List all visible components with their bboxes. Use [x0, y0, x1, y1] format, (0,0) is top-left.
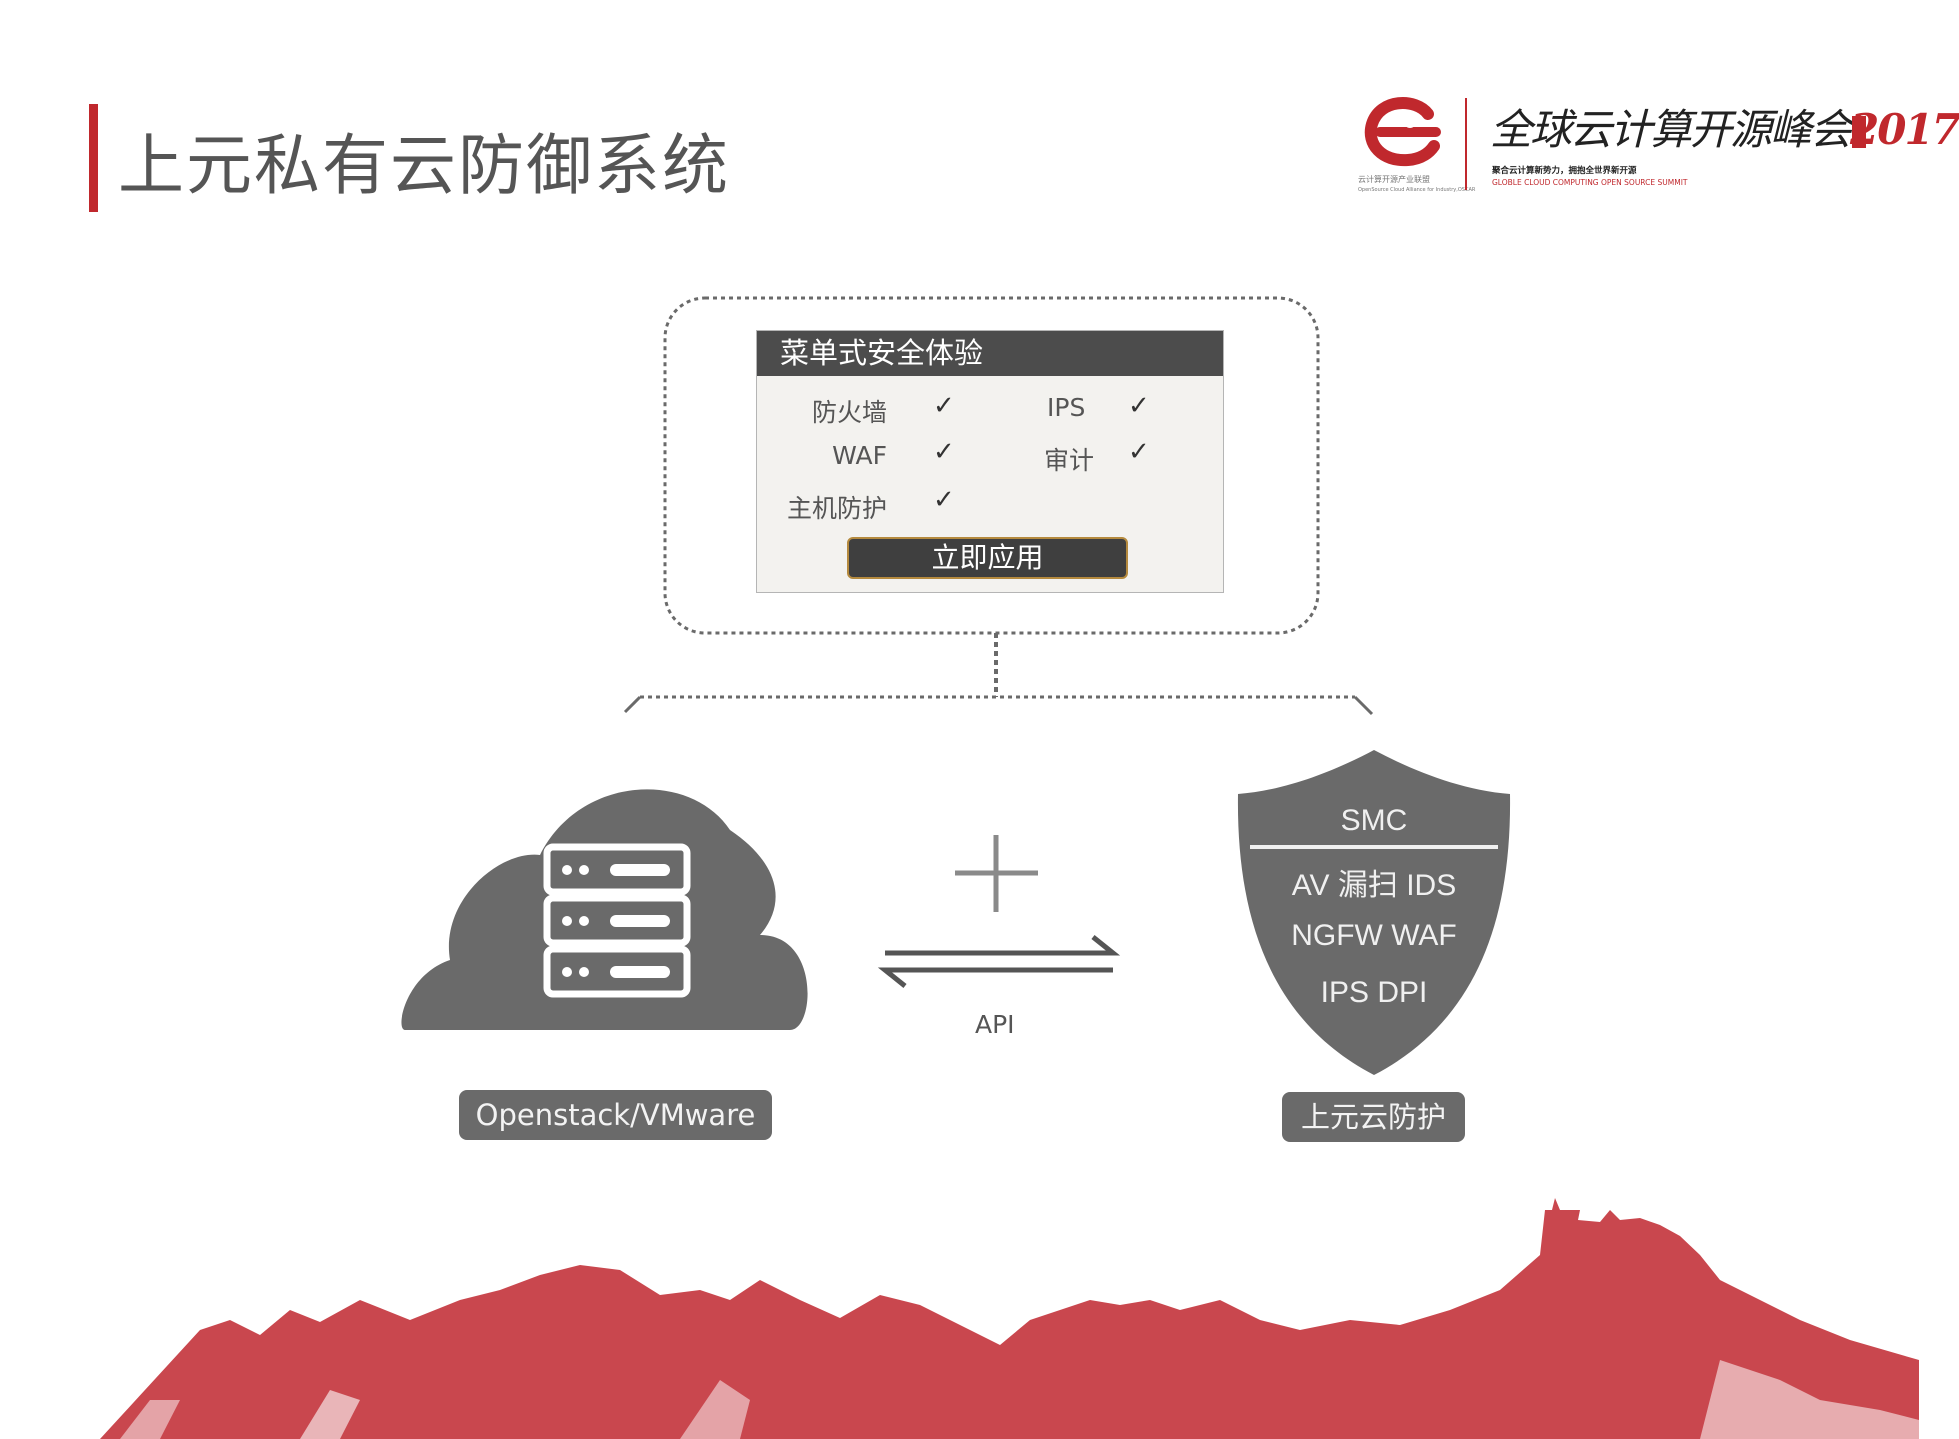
alliance-name: 云计算开源产业联盟 — [1358, 175, 1430, 184]
right-branch — [1353, 695, 1374, 716]
logo-divider — [1465, 98, 1467, 190]
option-check-ips[interactable]: ✓ — [1128, 391, 1150, 421]
option-label-firewall: 防火墙 — [811, 398, 887, 427]
shield-row-1: AV 漏扫 IDS — [1292, 869, 1456, 902]
alliance-subtitle: OpenSource Cloud Alliance for Industry,O… — [1358, 187, 1476, 193]
great-wall-mountains-illustration — [100, 1198, 1919, 1439]
shield-row-2: NGFW WAF — [1291, 919, 1457, 952]
apply-now-button[interactable]: 立即应用 — [847, 537, 1128, 579]
plus-icon — [955, 835, 1038, 912]
option-check-waf[interactable]: ✓ — [933, 437, 955, 467]
summit-slogan: 聚合云计算新势力，拥抱全世界新开源 — [1492, 166, 1637, 176]
left-branch — [623, 695, 642, 714]
summit-year: 2017 — [1850, 105, 1959, 154]
shield-icon: SMC AV 漏扫 IDS NGFW WAF IPS DPI — [1237, 750, 1511, 1075]
option-check-host-protection[interactable]: ✓ — [933, 485, 955, 515]
menu-dashed-frame — [663, 296, 1320, 635]
page-title: 上元私有云防御系统 — [118, 127, 730, 204]
security-menu-panel: 菜单式安全体验 防火墙 ✓ IPS ✓ WAF ✓ 审计 ✓ 主机防护 ✓ 立即… — [756, 330, 1224, 593]
option-label-host-protection: 主机防护 — [786, 494, 887, 523]
menu-title: 菜单式安全体验 — [757, 331, 1223, 376]
shangyuan-cloud-protection-label: 上元云防护 — [1282, 1092, 1465, 1142]
api-label: API — [975, 1010, 1015, 1039]
logo-area: 云计算开源产业联盟 OpenSource Cloud Alliance for … — [1350, 92, 1959, 202]
summit-title: 全球云计算开源峰会2017 — [1490, 96, 1959, 157]
summit-english: GLOBLE CLOUD COMPUTING OPEN SOURCE SUMMI… — [1492, 178, 1688, 187]
option-label-waf: WAF — [832, 441, 887, 470]
option-label-audit: 审计 — [1044, 446, 1095, 475]
option-label-ips: IPS — [1047, 393, 1086, 422]
exchange-arrows-icon — [877, 935, 1121, 988]
summit-title-text: 全球云计算开源峰会 — [1490, 105, 1852, 154]
option-check-audit[interactable]: ✓ — [1128, 437, 1150, 467]
alliance-logo — [1364, 97, 1441, 167]
openstack-vmware-label: Openstack/VMware — [459, 1090, 772, 1140]
shield-row-3: IPS DPI — [1321, 976, 1428, 1009]
option-check-firewall[interactable]: ✓ — [933, 391, 955, 421]
shield-top-text: SMC — [1341, 804, 1408, 837]
cloud-server-icon — [401, 789, 808, 1030]
title-accent-bar — [89, 104, 98, 212]
summit-badge-icon — [1852, 116, 1866, 148]
diagram-connectors: SMC AV 漏扫 IDS NGFW WAF IPS DPI — [100, 296, 1919, 1439]
